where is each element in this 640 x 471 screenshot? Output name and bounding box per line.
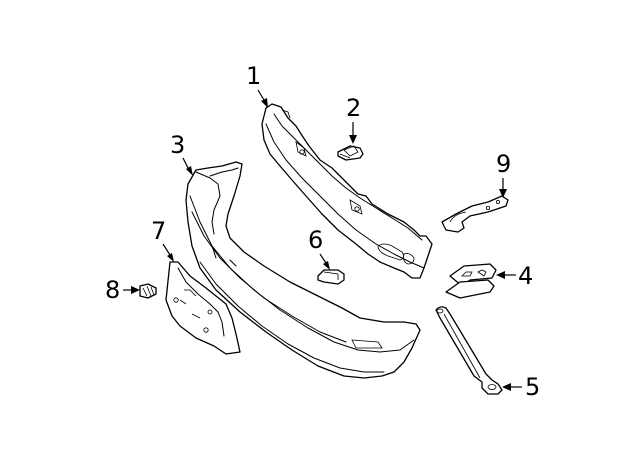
part-1-reinforcement [261, 103, 433, 279]
callout-5: 5 [525, 373, 540, 401]
part-2-clip [337, 145, 364, 161]
leader-9 [499, 178, 507, 198]
leader-5 [502, 383, 522, 391]
part-8-screw [139, 283, 157, 299]
leader-2 [349, 122, 357, 144]
leader-6 [319, 253, 330, 270]
leader-4 [496, 271, 516, 279]
part-5-tow-strut [435, 306, 503, 395]
callout-3: 3 [170, 131, 185, 159]
callout-6: 6 [308, 226, 323, 254]
part-7-license-bracket [165, 261, 241, 355]
callout-1: 1 [246, 62, 261, 90]
leader-7 [162, 243, 174, 262]
callout-8: 8 [105, 276, 120, 304]
part-3-bumper-cover [185, 161, 421, 379]
leader-8 [123, 286, 140, 294]
leader-3 [182, 157, 193, 176]
callout-7: 7 [151, 217, 166, 245]
callout-4: 4 [518, 262, 533, 290]
callout-9: 9 [496, 150, 511, 178]
callout-2: 2 [346, 94, 361, 122]
part-4-bracket [445, 263, 497, 299]
part-6-clip [317, 269, 345, 285]
leader-1 [257, 89, 268, 108]
part-9-hook [441, 195, 509, 233]
